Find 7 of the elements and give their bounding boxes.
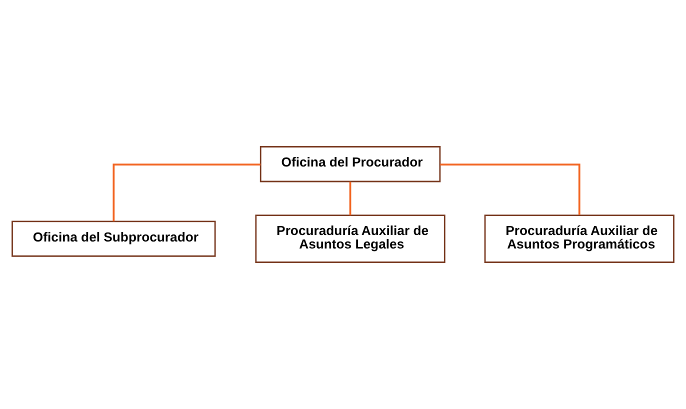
connector [112, 164, 260, 222]
node-box: Oficina del Subprocurador [12, 220, 216, 257]
connector [349, 182, 352, 216]
node-box: Oficina del Procurador [260, 146, 441, 182]
connector [440, 164, 580, 215]
node-box: Procuraduría Auxiliar de Asuntos Programáticos [484, 214, 674, 263]
node-box: Procuraduría Auxiliar de Asuntos Legales [255, 214, 446, 263]
